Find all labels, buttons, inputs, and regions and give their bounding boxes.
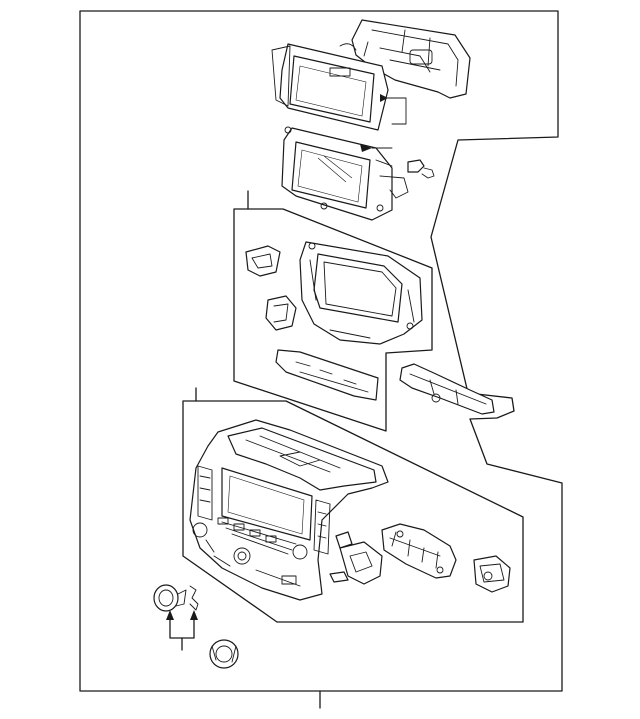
- mounting-bracket-small: [265, 295, 297, 331]
- switch-assembly: [473, 555, 511, 593]
- clip-ring: [189, 585, 199, 611]
- climate-control-unit: [381, 523, 457, 579]
- bracket-clip: [245, 245, 281, 277]
- diagram-frame: [79, 10, 563, 692]
- knob-upper: [153, 584, 187, 612]
- hazard-switch: [339, 541, 383, 585]
- small-button: [329, 571, 349, 583]
- lower-bracket-bar: [275, 349, 379, 401]
- audio-navigation-unit: [189, 419, 389, 601]
- callout-arrows: [166, 610, 198, 651]
- navigation-display-unit: [281, 126, 409, 221]
- side-bracket: [399, 363, 495, 415]
- knob-lower: [209, 639, 239, 669]
- middle-group-panel: [233, 208, 433, 432]
- lower-group-panel: [182, 400, 524, 623]
- connector-clip-small: [335, 531, 353, 549]
- upper-display-unit: [271, 43, 407, 131]
- connector-plug: [407, 159, 435, 179]
- display-bezel: [299, 241, 423, 345]
- meter-housing: [339, 19, 471, 99]
